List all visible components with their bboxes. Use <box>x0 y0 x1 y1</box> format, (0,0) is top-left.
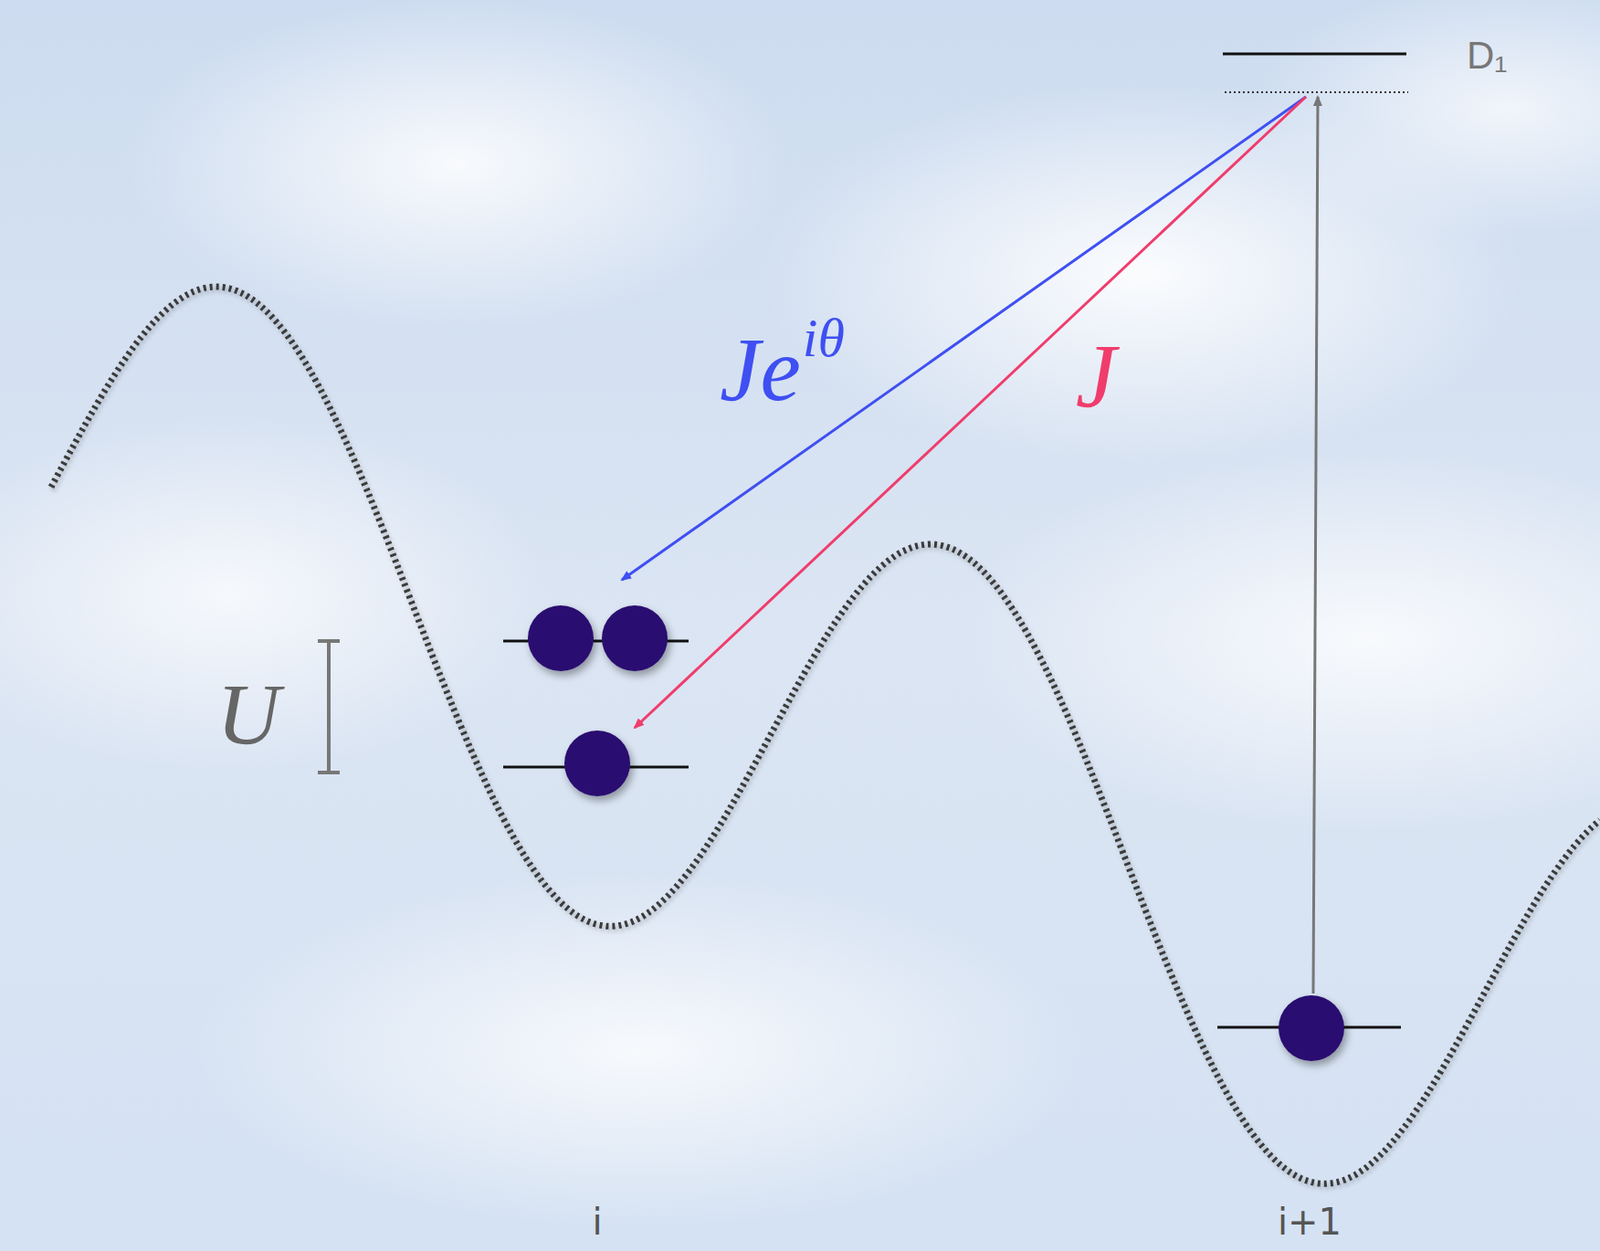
coupling-label: J <box>1075 330 1116 422</box>
lattice-potential <box>51 286 1600 1184</box>
state-label: D₁ <box>1466 36 1508 75</box>
atom <box>601 605 668 672</box>
phase-superscript: iθ <box>802 310 845 366</box>
interaction-bracket <box>317 641 340 773</box>
coupling-label: Je <box>719 324 801 416</box>
blue-transition-arrow <box>621 96 1306 580</box>
red-transition-arrow <box>634 96 1306 728</box>
excitation-arrow <box>1313 96 1318 994</box>
atom <box>564 730 631 797</box>
site-index: i+1 <box>1277 1203 1342 1241</box>
site-index: i <box>591 1203 602 1241</box>
atom <box>1278 995 1345 1062</box>
virtual-level <box>1224 91 1409 94</box>
excited-level <box>1222 52 1407 56</box>
atom <box>527 605 594 672</box>
interaction-label: U <box>216 671 280 759</box>
